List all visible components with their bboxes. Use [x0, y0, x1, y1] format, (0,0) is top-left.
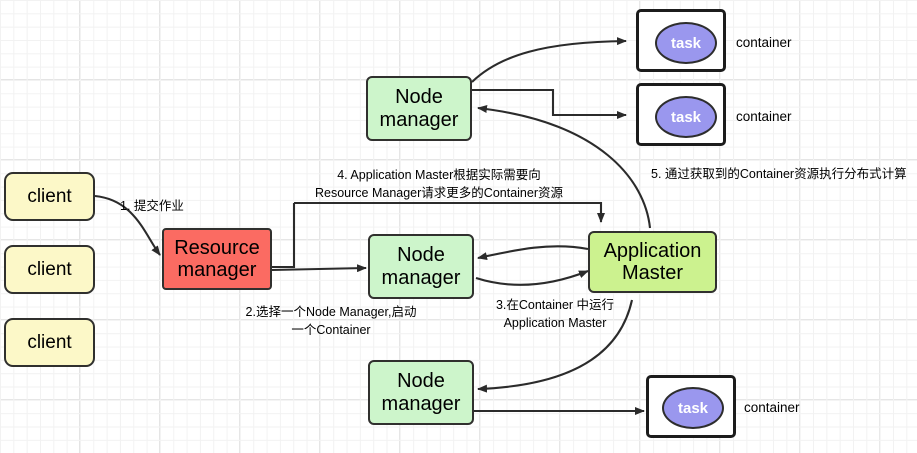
edge-label-step2: 2.选择一个Node Manager,启动 一个Container: [245, 305, 417, 337]
client-label-2: client: [27, 258, 72, 280]
task-ellipse-1[interactable]: task: [655, 22, 717, 64]
node-manager-box-bottom[interactable]: Node manager: [368, 360, 474, 425]
task-label-1: task: [670, 34, 702, 52]
client-box-1[interactable]: client: [4, 172, 95, 221]
task-ellipse-2[interactable]: task: [655, 96, 717, 138]
client-box-2[interactable]: client: [4, 245, 95, 294]
container-label-3: container: [744, 400, 800, 415]
edge-client-to-resource-manager: [94, 194, 161, 256]
edge-application-master-to-bottom-node-manager: [477, 299, 634, 393]
node-manager-box-top[interactable]: Node manager: [366, 76, 472, 141]
edge-resource-manager-to-node-manager: [271, 264, 367, 273]
task-label-3: task: [677, 399, 709, 417]
client-label-3: client: [27, 331, 72, 353]
node-manager-label-top: Node manager: [379, 86, 459, 131]
client-label-1: client: [27, 185, 72, 207]
resource-manager-label: Resource manager: [174, 236, 260, 281]
task-label-2: task: [670, 108, 702, 126]
node-manager-box-middle[interactable]: Node manager: [368, 234, 474, 299]
edge-application-master-to-node-manager: [477, 245, 589, 261]
edge-node-manager-to-application-master: [475, 270, 589, 286]
edge-top-node-manager-to-task-1: [471, 37, 627, 83]
edge-application-master-to-top-node-manager: [477, 105, 652, 229]
edge-top-node-manager-to-task-2: [472, 88, 627, 119]
container-label-1: container: [736, 35, 792, 50]
task-ellipse-3[interactable]: task: [662, 387, 724, 429]
node-manager-label-bottom: Node manager: [381, 370, 461, 415]
edge-step4-trunk: [294, 201, 605, 223]
edge-label-step1: 1. 提交作业: [120, 199, 184, 213]
edge-label-step5: 5. 通过获取到的Container资源执行分布式计算: [651, 167, 907, 181]
container-label-2: container: [736, 109, 792, 124]
resource-manager-box[interactable]: Resource manager: [162, 228, 272, 290]
edge-label-step3: 3.在Container 中运行 Application Master: [495, 298, 615, 330]
edge-label-step4: 4. Application Master根据实际需要向 Resource Ma…: [314, 168, 563, 200]
node-manager-label-middle: Node manager: [381, 244, 461, 289]
client-box-3[interactable]: client: [4, 318, 95, 367]
application-master-label: Application Master: [603, 239, 702, 284]
application-master-box[interactable]: Application Master: [588, 231, 717, 293]
